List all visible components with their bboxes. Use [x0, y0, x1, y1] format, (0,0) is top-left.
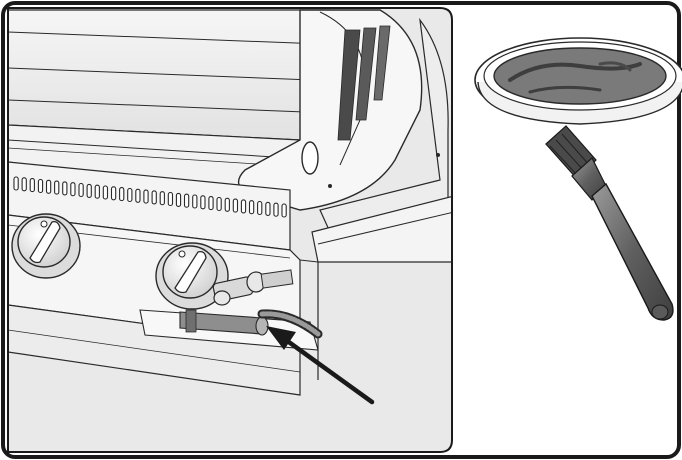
- vent-hole: [119, 187, 125, 202]
- burner-tube: [179, 309, 269, 336]
- gas-valve: [212, 269, 294, 306]
- vent-hole: [159, 191, 165, 206]
- vent-hole: [192, 194, 198, 209]
- vent-hole: [167, 191, 174, 207]
- vent-hole-row: [13, 176, 287, 218]
- grill-illustration: [8, 8, 452, 452]
- vent-hole: [232, 198, 239, 213]
- vent-hole: [110, 186, 117, 201]
- vent-hole: [143, 189, 149, 204]
- vent-hole: [45, 179, 52, 194]
- vent-hole: [94, 184, 100, 199]
- vent-hole: [102, 185, 109, 200]
- vent-hole: [135, 188, 141, 203]
- vent-hole: [240, 199, 247, 214]
- vent-hole: [248, 200, 255, 215]
- vent-hole: [257, 200, 263, 216]
- vent-hole: [281, 203, 287, 218]
- vent-hole: [62, 181, 68, 196]
- vent-hole: [78, 182, 84, 198]
- grill-lid: [8, 9, 331, 141]
- control-panel: [8, 214, 301, 346]
- vent-hole: [151, 190, 157, 205]
- vent-hole: [13, 176, 19, 191]
- control-knob-center: [155, 242, 229, 310]
- basting-brush-icon: [545, 125, 674, 321]
- sauce-bowl-icon: [474, 37, 682, 125]
- vent-hole: [86, 183, 92, 198]
- vent-hole: [21, 177, 27, 192]
- vent-hole: [29, 178, 35, 193]
- bracket-hole: [301, 141, 319, 175]
- vent-hole: [70, 182, 76, 197]
- control-knob-left: [11, 213, 81, 279]
- vent-hole: [216, 196, 222, 212]
- vent-hole: [183, 193, 190, 208]
- vent-hole: [273, 202, 279, 217]
- vent-hole: [208, 196, 214, 211]
- vent-hole: [265, 201, 271, 216]
- vent-hole: [224, 197, 230, 212]
- vent-hole: [54, 180, 60, 195]
- vent-hole: [200, 195, 206, 210]
- panel-border: [7, 7, 453, 453]
- vent-hole: [127, 187, 133, 203]
- vent-slots: [337, 25, 391, 141]
- lid-side-bracket: [237, 9, 423, 211]
- vent-hole: [175, 192, 182, 207]
- pointer-arrow-icon: [266, 326, 375, 405]
- vent-hole: [37, 178, 44, 194]
